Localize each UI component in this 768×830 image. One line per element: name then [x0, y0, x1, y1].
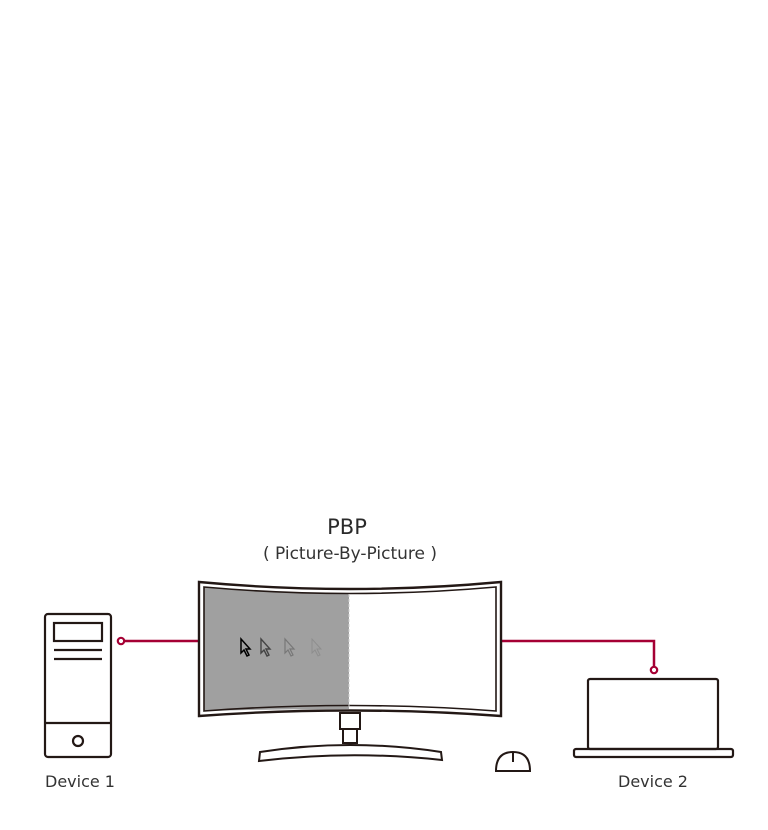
cable-device1	[116, 636, 198, 646]
cable-device2	[501, 639, 659, 675]
desktop-tower-icon	[43, 612, 113, 759]
diagram-subtitle: ( Picture-By-Picture )	[262, 544, 438, 564]
device-1-label: Device 1	[45, 772, 115, 791]
diagram-title: PBP	[327, 515, 367, 539]
curved-monitor-icon	[197, 580, 503, 763]
laptop-icon	[572, 677, 735, 759]
device-2-label: Device 2	[618, 772, 688, 791]
mouse-icon	[494, 750, 532, 772]
cursor-trail-icon	[240, 637, 323, 658]
